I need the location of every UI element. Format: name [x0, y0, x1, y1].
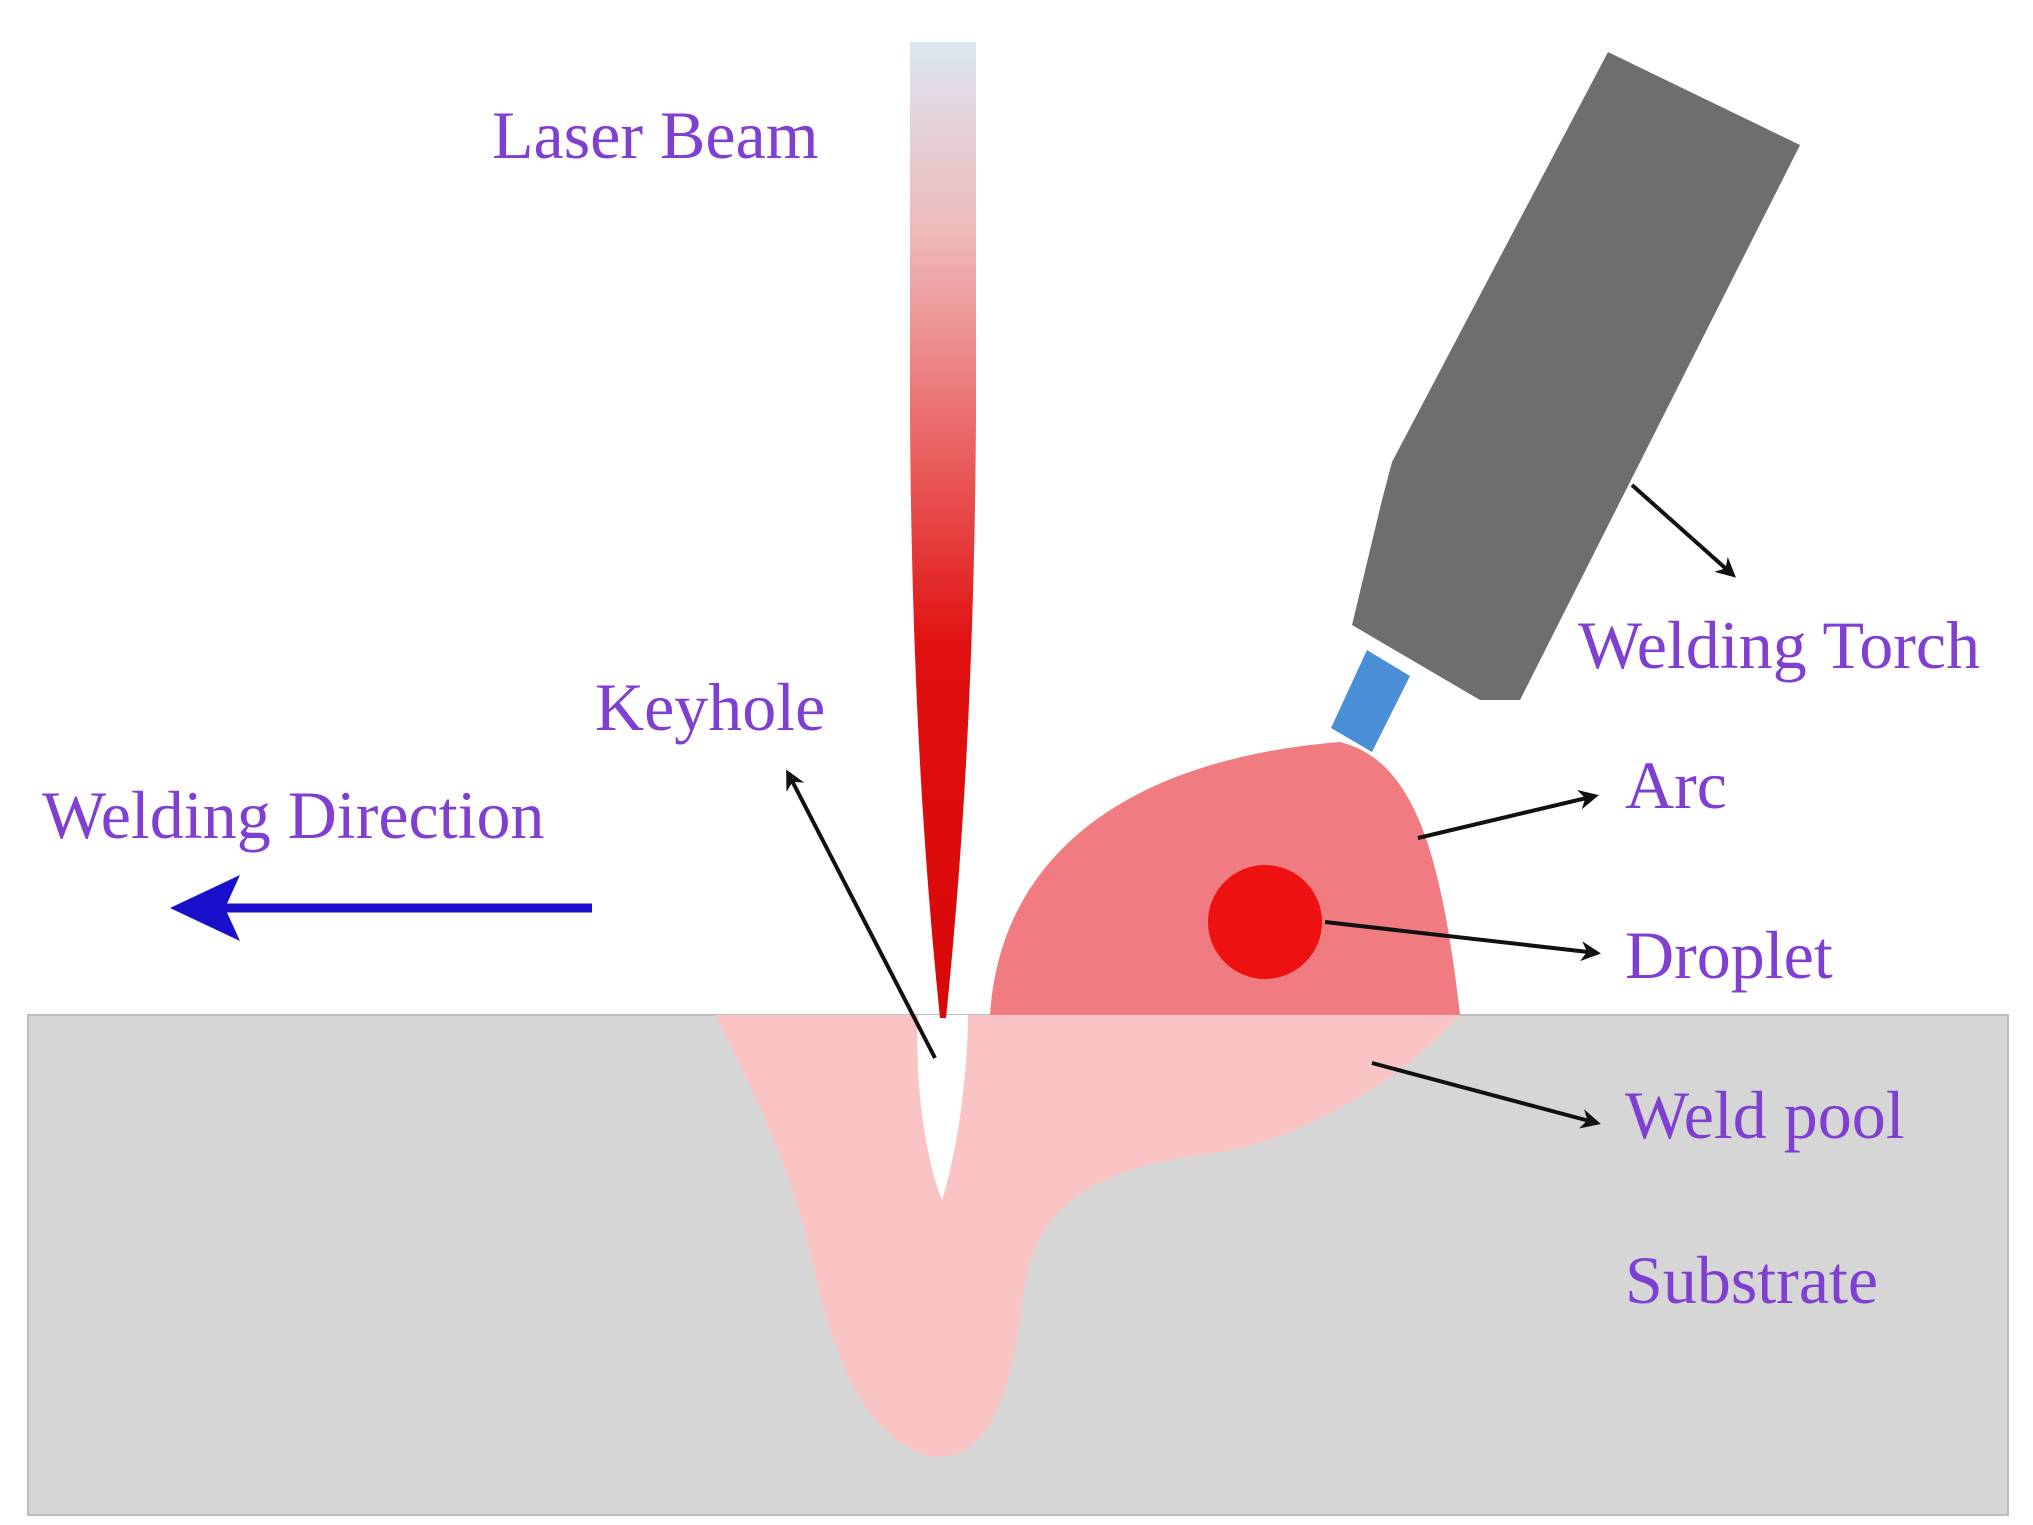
droplet-label: Droplet [1625, 917, 1833, 993]
arc-plasma [990, 742, 1460, 1015]
laser-beam-label: Laser Beam [492, 97, 819, 173]
arc-pointer-arrow [1417, 789, 1599, 840]
keyhole [917, 1015, 968, 1200]
torch-pointer-arrow [1630, 483, 1736, 578]
weld-pool [715, 1015, 1460, 1457]
welding-torch-body [1352, 52, 1800, 700]
weld-pool-pointer-arrow [1371, 1061, 1601, 1129]
keyhole-label: Keyhole [595, 669, 825, 745]
welding-direction-arrowhead [170, 875, 240, 941]
welding-torch-label: Welding Torch [1578, 607, 1980, 683]
arc-label: Arc [1625, 747, 1727, 823]
droplet [1208, 865, 1322, 979]
welding-direction-label: Welding Direction [42, 777, 545, 853]
substrate-label: Substrate [1625, 1242, 1878, 1318]
weld-pool-label: Weld pool [1625, 1077, 1905, 1153]
electrode-wire [1331, 650, 1410, 752]
laser-beam [910, 42, 976, 1018]
keyhole-pointer-arrow [786, 769, 937, 1059]
droplet-pointer-arrow [1324, 920, 1601, 962]
